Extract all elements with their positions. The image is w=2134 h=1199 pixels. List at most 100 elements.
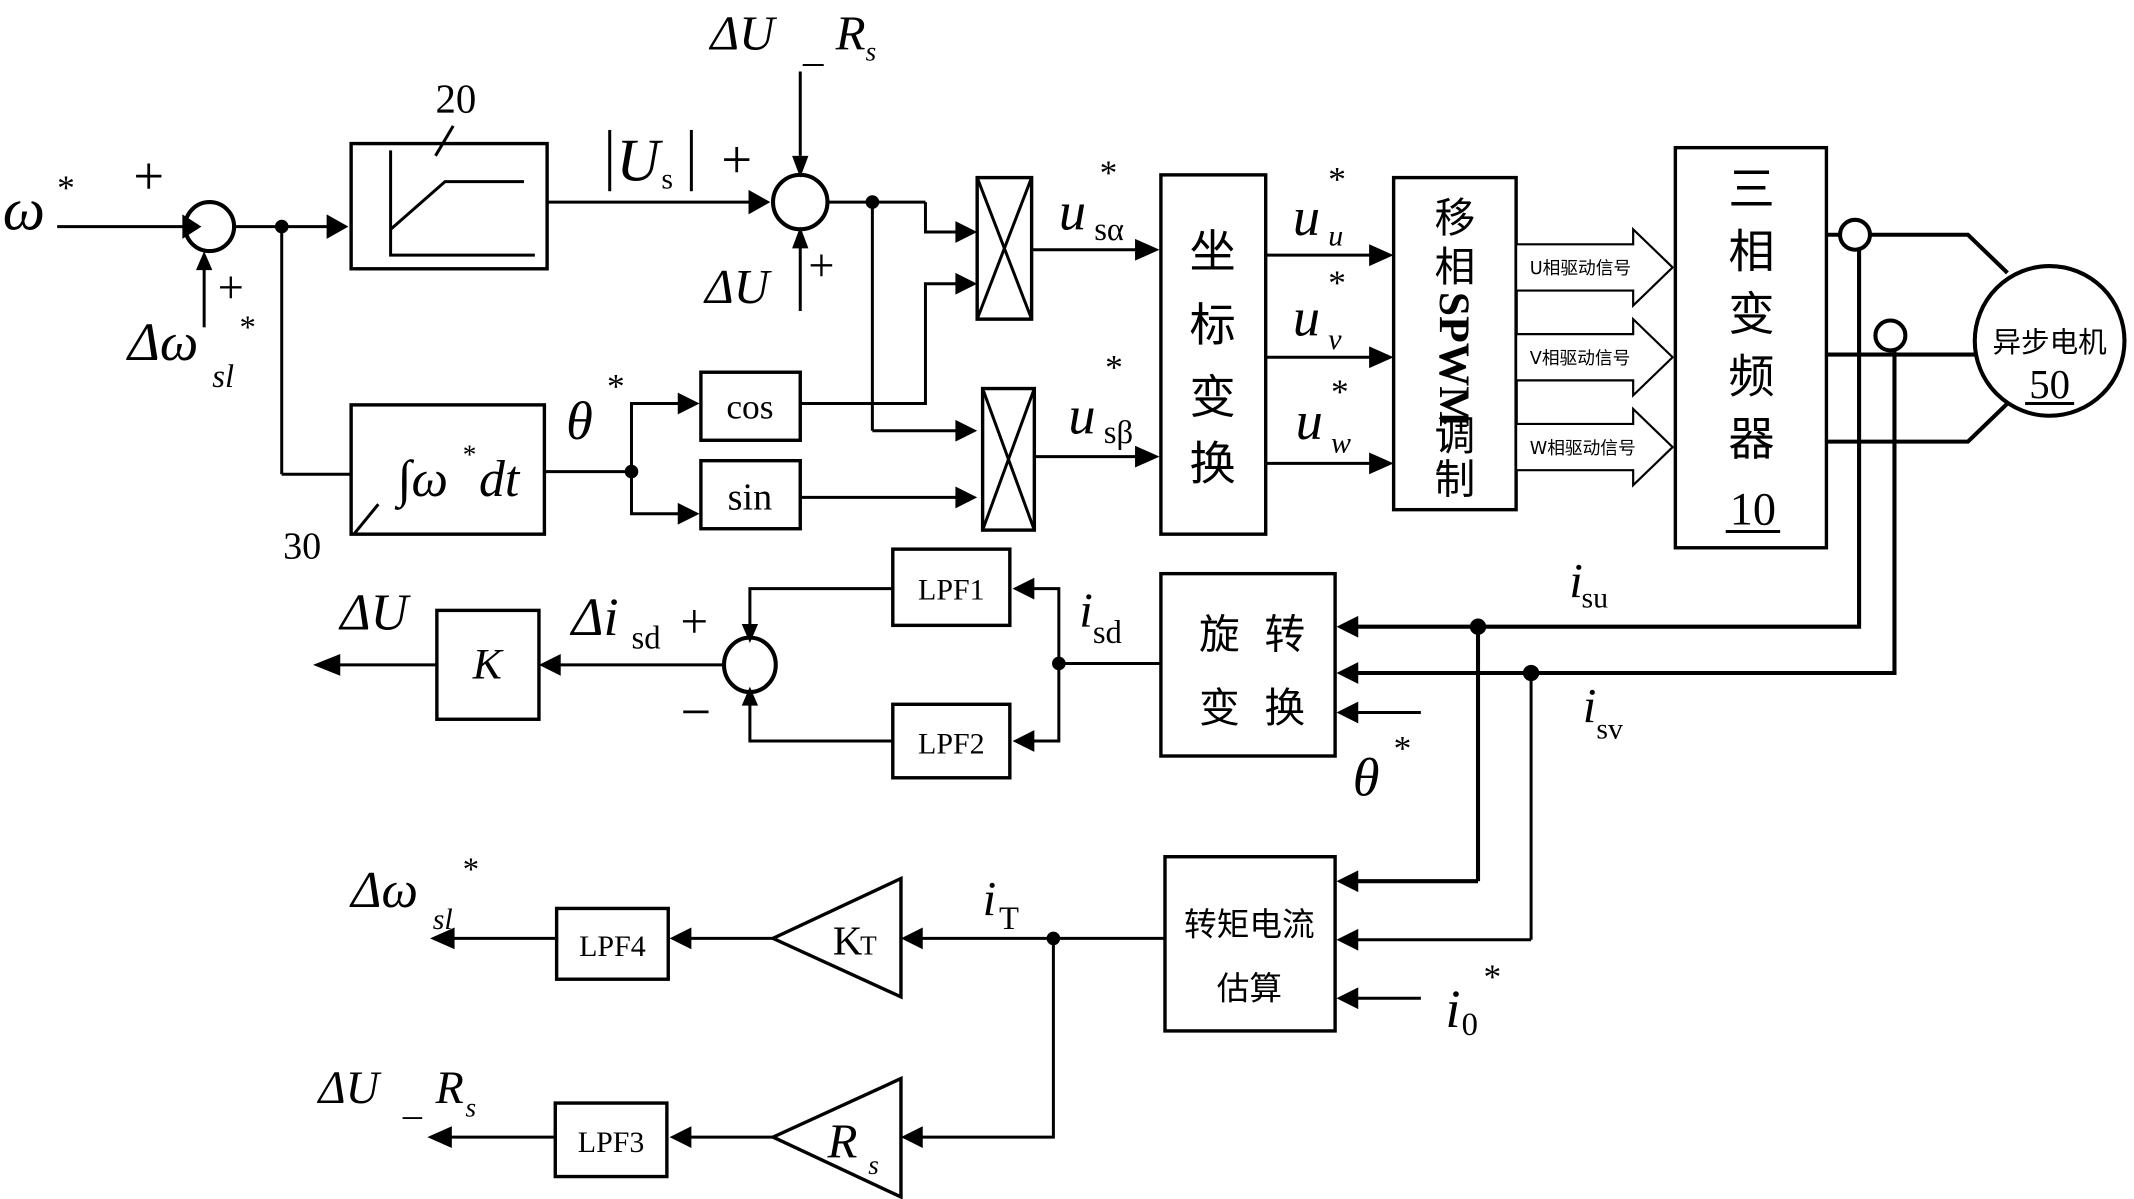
lpf3-label: LPF3 <box>578 1126 645 1159</box>
arrow-icon <box>1135 238 1160 261</box>
spwm-char: 移 <box>1434 194 1475 242</box>
arrow-icon <box>669 1126 692 1148</box>
arrow-icon <box>792 226 809 249</box>
arrow-icon <box>792 155 809 178</box>
uu-label: u <box>1293 186 1320 247</box>
theta-star: * <box>607 366 625 406</box>
uu-star: * <box>1328 159 1346 199</box>
usa-label: u <box>1059 180 1086 241</box>
uw-star: * <box>1331 372 1349 412</box>
gain-rs-sub: s <box>868 1150 879 1180</box>
arrow-icon <box>955 419 978 442</box>
arrow-icon <box>1369 452 1394 475</box>
limiter-curve <box>389 180 524 231</box>
inverter-block <box>1673 145 1829 550</box>
arrow-icon <box>741 623 759 644</box>
delta-u-out-label: ΔU <box>338 584 411 641</box>
arrow-icon <box>195 251 213 271</box>
inverter-char: 器 <box>1728 412 1774 466</box>
i0-label: i <box>1445 978 1460 1039</box>
omega-ref-label: ω <box>3 176 45 242</box>
lpf1-label: LPF1 <box>918 574 985 607</box>
arrow-icon <box>1336 870 1359 893</box>
coord-char: 标 <box>1189 298 1235 352</box>
delta-omega-sl-sub: sl <box>212 359 234 395</box>
gain-kt-label: K <box>833 919 863 964</box>
delta-omega-out-star: * <box>463 852 479 888</box>
omega-ref-star: * <box>57 167 75 207</box>
gain-kt-triangle <box>768 875 903 1000</box>
rot-char: 换 <box>1264 684 1305 732</box>
usb-label: u <box>1068 384 1095 445</box>
arrow-icon <box>1336 928 1359 951</box>
arrow-icon <box>1336 987 1359 1010</box>
isu-label: i <box>1569 553 1583 608</box>
theta-to-sin-line <box>629 471 681 516</box>
coordinate-transform-block <box>1159 173 1268 536</box>
current-sensor-v <box>1873 318 1908 353</box>
cos-label: cos <box>726 386 773 426</box>
spwm-block <box>1391 175 1518 512</box>
integrator-label: ∫ω <box>394 451 448 510</box>
delta-u-rs-out-r: R <box>435 1063 464 1114</box>
limiter-block <box>349 141 549 271</box>
rot-char: 变 <box>1199 684 1240 732</box>
mult1-input1-line <box>923 202 961 234</box>
motor-label: 异步电机 <box>1992 325 2106 359</box>
coord-char: 换 <box>1189 437 1235 491</box>
arrow-icon <box>955 272 978 295</box>
usb-star: * <box>1105 347 1123 387</box>
lpf3-block <box>553 1101 669 1179</box>
cos-out-line <box>800 282 961 406</box>
gain-rs-triangle <box>768 1075 903 1199</box>
arrow-icon <box>677 502 700 525</box>
arrow-icon <box>677 392 700 415</box>
i0-sub: 0 <box>1462 1007 1478 1043</box>
delta-u-rs-top-label: ΔU <box>708 6 778 61</box>
arrow-icon <box>326 214 349 239</box>
u-drive-signal-label: U相驱动信号 <box>1530 258 1631 279</box>
arrow-icon <box>1135 445 1160 468</box>
arrow-icon <box>741 686 759 706</box>
uv-label: u <box>1293 286 1320 347</box>
usb-sub: sβ <box>1104 415 1133 451</box>
delta-u-label: ΔU <box>703 259 773 314</box>
lpf2-label: LPF2 <box>918 727 985 760</box>
rot-char: 转 <box>1264 610 1305 658</box>
sum1-plus-bottom: + <box>218 263 244 314</box>
integrator-leader <box>352 503 380 536</box>
u-drive-signal-arrow <box>1515 226 1675 309</box>
arrow-icon <box>955 486 978 509</box>
sin-label: sin <box>728 477 772 519</box>
estimator-label-line2: 估算 <box>1217 970 1282 1008</box>
arrow-icon <box>955 221 978 243</box>
uu-sub: u <box>1328 220 1343 253</box>
delta-u-rs-out-label: ΔU <box>316 1063 381 1114</box>
arrow-icon <box>669 927 692 950</box>
gain-k-label: K <box>472 640 504 688</box>
delta-isd-sub: sd <box>631 620 660 656</box>
delta-u-rs-out-underscore: _ <box>402 1081 423 1123</box>
uv-sub: v <box>1328 323 1342 356</box>
cos-block <box>699 370 802 442</box>
usa-sub: sα <box>1094 212 1124 248</box>
arrow-icon <box>1369 244 1394 267</box>
lpf1-block <box>891 547 1012 628</box>
theta-feed-star: * <box>1394 728 1412 768</box>
usa-star: * <box>1100 152 1118 192</box>
integrator-star: * <box>463 439 477 469</box>
limiter-ref-number: 20 <box>436 76 477 121</box>
arrow-icon <box>1336 701 1359 724</box>
arrow-icon <box>538 653 561 676</box>
spwm-char: 制 <box>1434 455 1475 503</box>
summing-junction-3 <box>721 635 778 695</box>
torque-current-estimator-block <box>1163 855 1337 1033</box>
junction-dot <box>1469 618 1487 635</box>
it-label: i <box>983 871 997 926</box>
gain-rs-label: R <box>826 1113 857 1168</box>
arrow-icon <box>900 927 923 950</box>
lpf1-in-line <box>1028 587 1061 664</box>
delta-omega-sl-star: * <box>240 310 256 346</box>
isu-sub: su <box>1581 582 1608 615</box>
